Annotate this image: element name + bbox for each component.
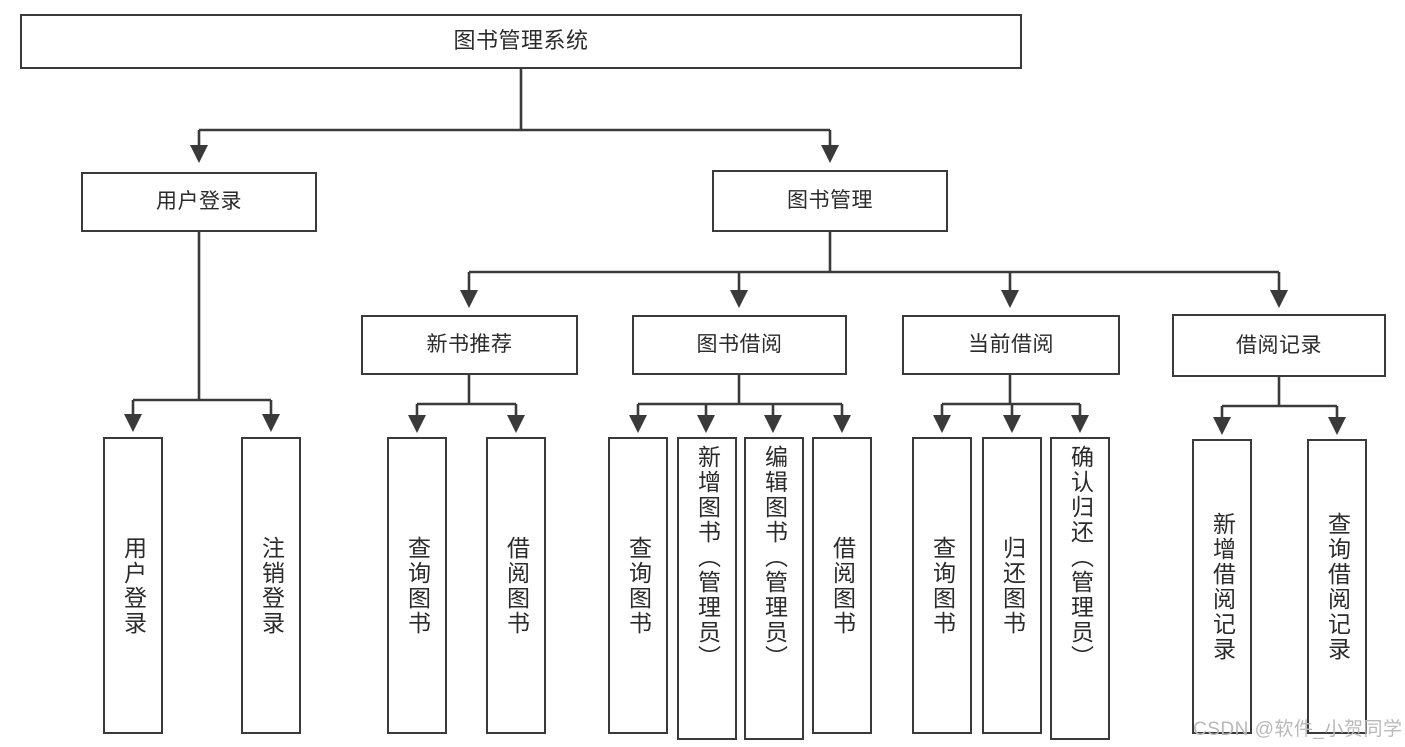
node-leaf-query-book-3[interactable]: 查询图书 xyxy=(912,437,972,734)
node-leaf-query-book-2[interactable]: 查询图书 xyxy=(608,437,668,734)
node-leaf-borrow-book-2[interactable]: 借阅图书 xyxy=(812,437,872,734)
node-leaf-add-record-label: 新增借阅记录 xyxy=(1209,511,1236,662)
node-leaf-query-book-1-label: 查询图书 xyxy=(404,535,431,636)
node-leaf-borrow-book-2-label: 借阅图书 xyxy=(829,535,856,636)
node-root[interactable]: 图书管理系统 xyxy=(20,14,1022,69)
node-borrow-record[interactable]: 借阅记录 xyxy=(1172,314,1386,377)
node-leaf-return-book[interactable]: 归还图书 xyxy=(982,437,1042,734)
node-leaf-user-login[interactable]: 用户登录 xyxy=(103,437,163,734)
node-book-manage[interactable]: 图书管理 xyxy=(712,170,948,232)
node-leaf-add-book[interactable]: 新增图书（管理员） xyxy=(677,437,737,740)
node-current-borrow[interactable]: 当前借阅 xyxy=(902,315,1120,375)
node-leaf-query-book-2-label: 查询图书 xyxy=(625,535,652,636)
node-new-book-rec[interactable]: 新书推荐 xyxy=(361,315,578,375)
node-leaf-query-record-label: 查询借阅记录 xyxy=(1324,511,1351,662)
node-leaf-confirm-return-label: 确认归还（管理员） xyxy=(1067,445,1094,670)
node-user-login[interactable]: 用户登录 xyxy=(81,172,317,232)
node-current-borrow-label: 当前借阅 xyxy=(968,333,1054,357)
node-leaf-add-book-label: 新增图书（管理员） xyxy=(694,445,721,670)
watermark: CSDN @软件_小贺同学 xyxy=(1193,719,1403,740)
node-leaf-edit-book[interactable]: 编辑图书（管理员） xyxy=(744,437,804,740)
node-leaf-edit-book-label: 编辑图书（管理员） xyxy=(761,445,788,670)
node-leaf-logout-label: 注销登录 xyxy=(258,535,285,636)
node-leaf-query-record[interactable]: 查询借阅记录 xyxy=(1307,439,1367,734)
node-leaf-borrow-book-1-label: 借阅图书 xyxy=(503,535,530,636)
node-leaf-logout[interactable]: 注销登录 xyxy=(241,437,301,734)
node-book-borrow[interactable]: 图书借阅 xyxy=(632,315,847,375)
node-user-login-label: 用户登录 xyxy=(156,190,242,214)
node-leaf-confirm-return[interactable]: 确认归还（管理员） xyxy=(1050,437,1110,740)
node-leaf-query-book-1[interactable]: 查询图书 xyxy=(387,437,447,734)
node-leaf-return-book-label: 归还图书 xyxy=(999,535,1026,636)
node-leaf-borrow-book-1[interactable]: 借阅图书 xyxy=(486,437,546,734)
node-new-book-rec-label: 新书推荐 xyxy=(426,333,513,357)
node-book-manage-label: 图书管理 xyxy=(787,189,873,213)
node-root-label: 图书管理系统 xyxy=(453,28,589,54)
node-borrow-record-label: 借阅记录 xyxy=(1236,333,1322,357)
node-book-borrow-label: 图书借阅 xyxy=(696,333,783,357)
node-leaf-user-login-label: 用户登录 xyxy=(120,535,147,636)
node-leaf-query-book-3-label: 查询图书 xyxy=(929,535,956,636)
node-leaf-add-record[interactable]: 新增借阅记录 xyxy=(1192,439,1252,734)
